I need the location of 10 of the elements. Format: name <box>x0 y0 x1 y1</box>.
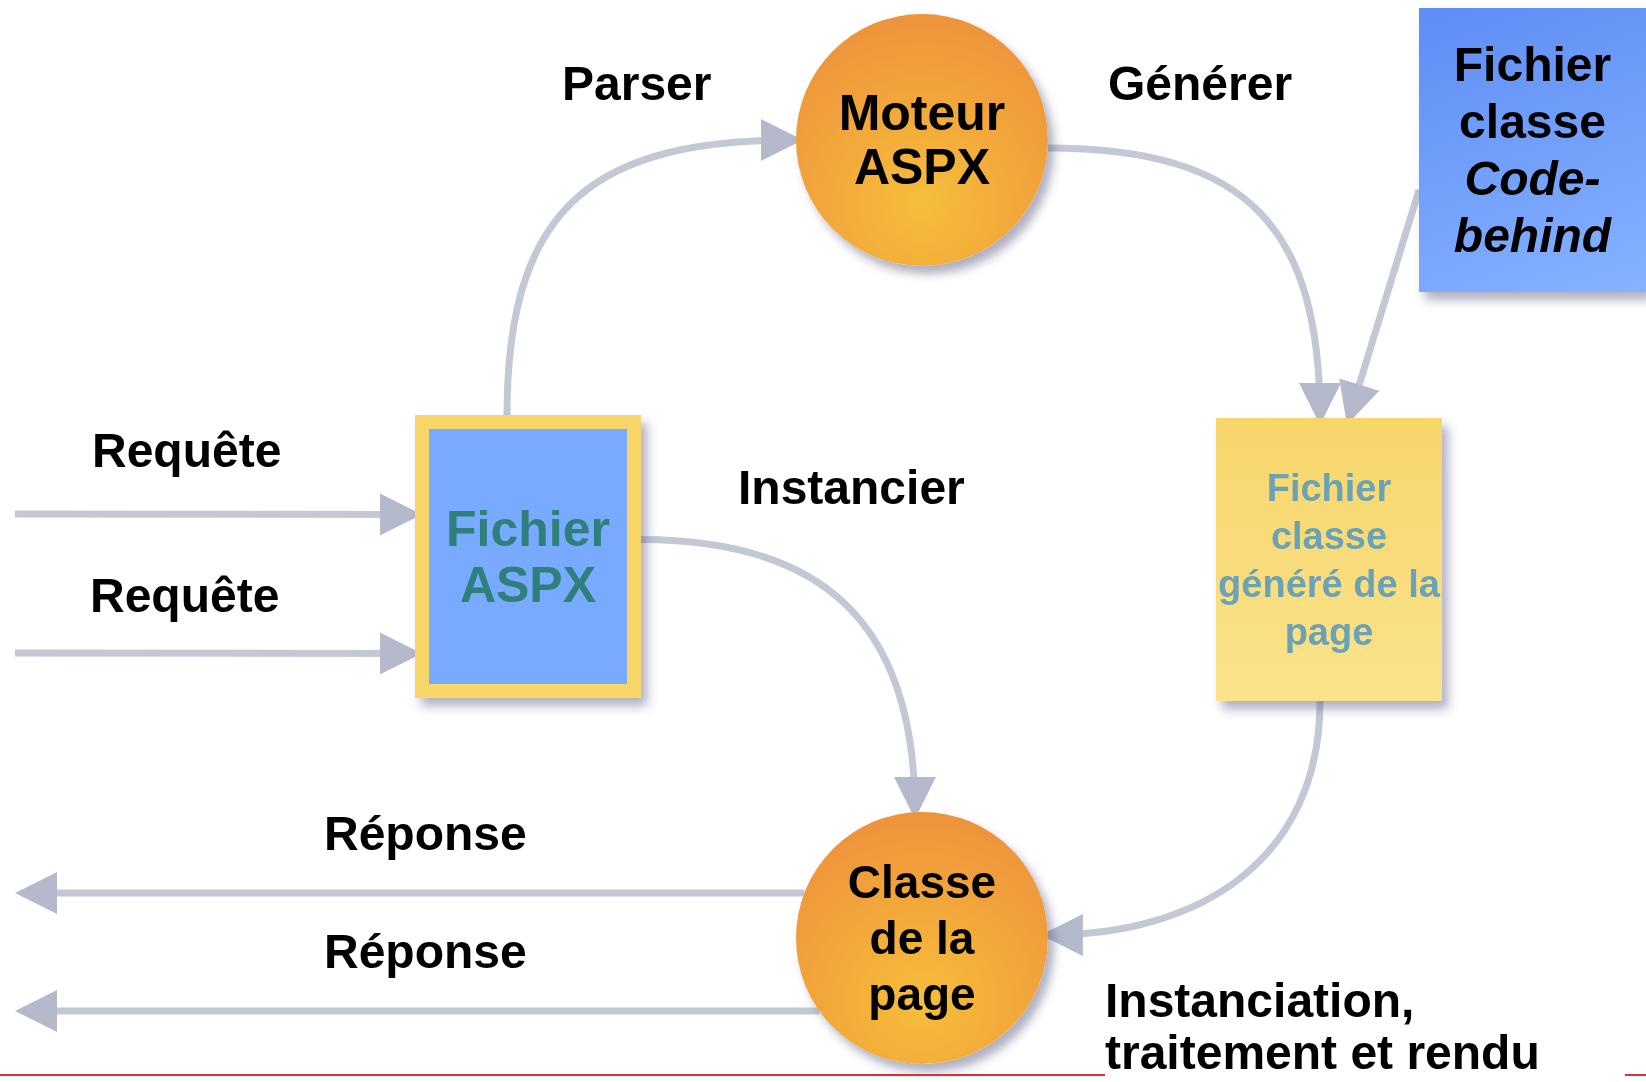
node-label: Fichier classe généré de la page <box>1217 465 1441 655</box>
node-label: Fichier classe Code-behind <box>1452 37 1613 264</box>
arrow <box>15 990 820 1032</box>
node-label: Moteur ASPX <box>837 86 1007 194</box>
arrow <box>15 872 805 914</box>
file-box <box>415 415 641 698</box>
file-box <box>1216 418 1442 701</box>
node-label: Classe de la page <box>846 855 998 1022</box>
node-label: Fichier ASPX <box>445 500 611 613</box>
file-box <box>1419 8 1646 292</box>
